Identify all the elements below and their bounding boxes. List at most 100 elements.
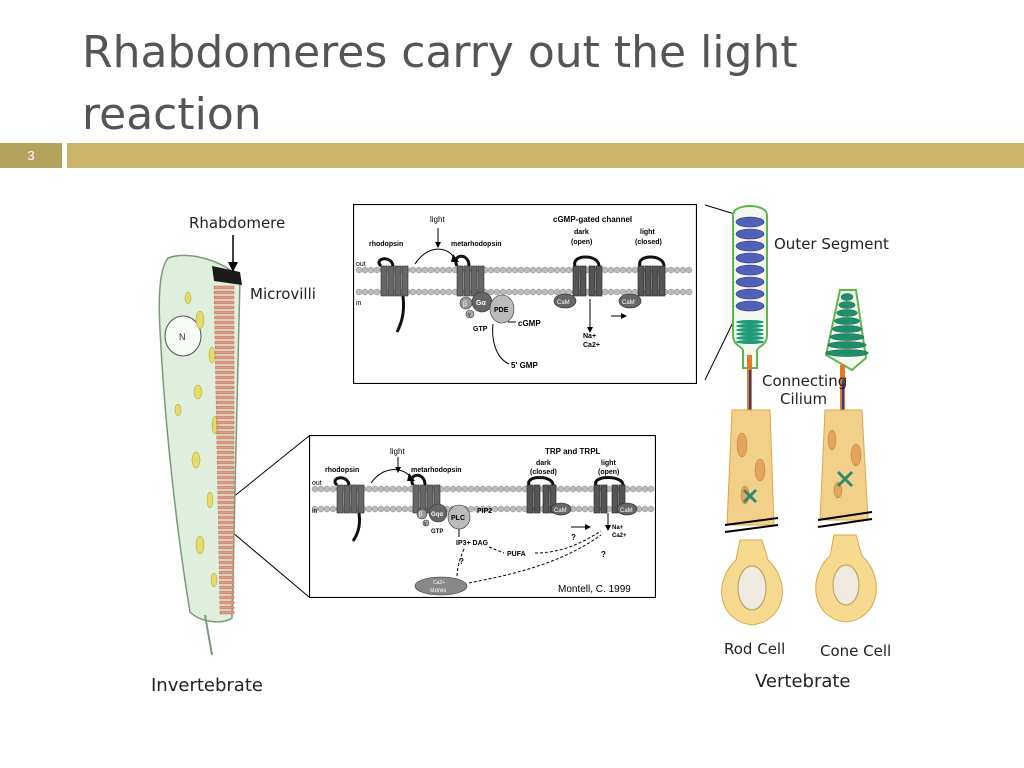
lipid-head	[497, 485, 505, 493]
ion-arrowhead	[605, 525, 611, 531]
lipid-head	[511, 266, 519, 274]
microvillus	[215, 365, 235, 370]
na-label: Na+	[583, 333, 596, 340]
closed-label: (closed)	[635, 239, 662, 246]
lipid-head	[535, 266, 543, 274]
vertebrate-cascade-inset: β Gα γ PDE GTP cGMP 5' GMP CaM CaM Na+ C…	[353, 204, 697, 384]
lipid-head	[389, 485, 397, 493]
lipid-head	[389, 505, 397, 513]
microvillus	[218, 540, 235, 545]
microvillus	[217, 510, 235, 515]
outer-segment-label: Outer Segment	[774, 235, 889, 253]
invertebrate-cascade-inset: β Gqα γ PLC GTP PIP2 IP3+ DAG PUFA ? ? ?…	[309, 435, 656, 598]
cone-disk	[825, 349, 869, 357]
q1-label: ?	[459, 557, 464, 566]
citation: Montell, C. 1999	[558, 584, 631, 595]
cam-1	[553, 293, 577, 309]
rod-disk-base	[736, 324, 764, 328]
channel-title: cGMP-gated channel	[553, 215, 632, 224]
microvillus	[217, 475, 235, 480]
microvillus	[216, 450, 235, 455]
vertebrate-caption: Vertebrate	[755, 671, 851, 692]
lipid-head	[511, 288, 519, 296]
lipid-head	[323, 485, 331, 493]
cone-nucleus	[832, 564, 860, 606]
lipid-head	[517, 266, 525, 274]
stores-ca-label: Ca2+	[433, 580, 445, 586]
microvillus	[218, 515, 235, 520]
rhabdomere-arrowhead	[228, 262, 238, 272]
open-channel-loop	[594, 476, 625, 486]
cone-inner-segment	[819, 409, 869, 521]
closed-channel-loop	[527, 476, 555, 486]
lipid-head	[499, 288, 507, 296]
rod-mitochondria	[736, 432, 766, 505]
lipid-head	[505, 266, 513, 274]
microvillus	[215, 395, 235, 400]
rod-disks	[735, 216, 765, 344]
pufa-label: PUFA	[507, 551, 526, 558]
lipid-head	[647, 485, 655, 493]
microvillus	[217, 460, 235, 465]
microvillus	[215, 385, 235, 390]
lipid-head	[455, 485, 463, 493]
rhabdomere-label: Rhabdomere	[189, 214, 286, 232]
microvillus	[218, 525, 235, 530]
lipid-head	[529, 266, 537, 274]
rod-disk	[735, 276, 765, 288]
lipid-head	[395, 485, 403, 493]
ip3-dag-label: IP3+ DAG	[456, 540, 489, 547]
microvillus	[216, 425, 235, 430]
lipid-head	[367, 288, 375, 296]
lipid-head	[685, 288, 693, 296]
cone-cilium-core	[842, 380, 844, 415]
lipid-head	[607, 266, 615, 274]
cone-divider-2	[817, 518, 873, 528]
lipid-head	[607, 288, 615, 296]
trp-title: TRP and TRPL	[545, 447, 601, 456]
lipid-head	[523, 266, 531, 274]
out-label: out	[356, 261, 366, 268]
cone-disk	[834, 317, 860, 325]
lipid-head	[601, 266, 609, 274]
rod-nucleus	[737, 565, 767, 611]
open-label: (open)	[571, 239, 592, 246]
g-beta	[416, 508, 428, 520]
microvillus	[214, 310, 235, 315]
cgmp-label: cGMP	[518, 319, 541, 328]
ca-label: Ca2+	[612, 533, 627, 539]
cgmp-to-gmp-arrow	[492, 323, 510, 365]
lipid-head	[487, 288, 495, 296]
microvillus	[219, 570, 235, 575]
lipid-head	[373, 288, 381, 296]
microvillus	[214, 330, 235, 335]
callout-line-upper	[231, 435, 310, 499]
microvillus	[214, 345, 235, 350]
microvillus	[218, 565, 235, 570]
lipid-head	[415, 266, 423, 274]
microvillus	[214, 300, 235, 305]
microvillus	[213, 285, 235, 290]
lipid-head	[685, 266, 693, 274]
nucleus	[164, 315, 202, 357]
lipid-head	[625, 266, 633, 274]
microvillus	[217, 490, 235, 495]
light-label: light	[430, 215, 445, 224]
lipid-head	[619, 288, 627, 296]
microvillus	[219, 605, 235, 610]
lipid-head	[547, 288, 555, 296]
ca-label: Ca2+	[583, 342, 600, 349]
rod-disk	[735, 240, 765, 252]
microvillus	[217, 500, 235, 505]
trp-channel-closed	[526, 484, 557, 514]
dag-to-pufa-arrow	[488, 546, 505, 554]
lipid-head	[503, 505, 511, 513]
lipid-head	[641, 485, 649, 493]
lipid-head	[479, 485, 487, 493]
lipid-head	[619, 266, 627, 274]
cone-disk	[836, 309, 858, 317]
closed-channel-loop	[638, 255, 666, 267]
lipid-head	[317, 505, 325, 513]
lipid-head	[587, 485, 595, 493]
